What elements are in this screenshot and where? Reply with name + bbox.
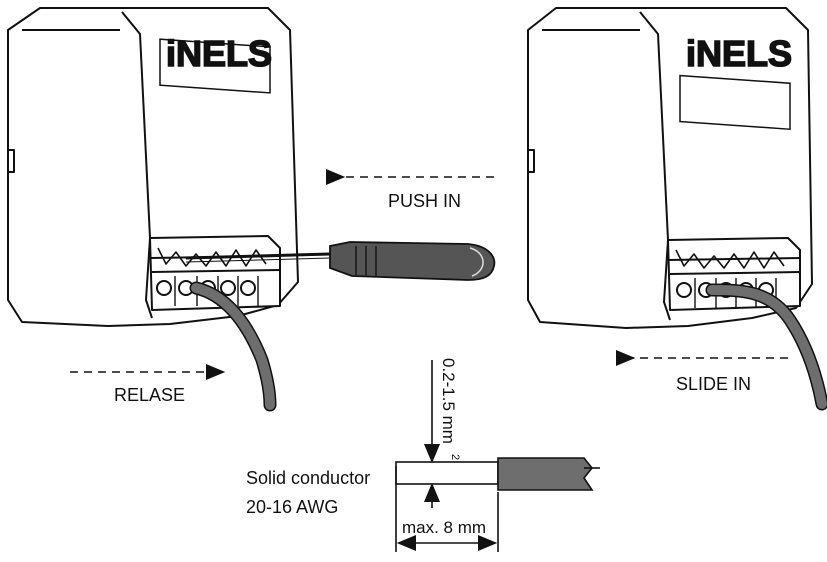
left-brand-logo: iNELS (159, 32, 273, 94)
left-logo-text: iNELS (166, 33, 272, 74)
awg-label: 20-16 AWG (246, 497, 338, 517)
right-terminal-block (667, 237, 801, 311)
stripped-wire-detail (395, 360, 600, 552)
right-brand-logo: iNELS (679, 32, 793, 131)
push-in-label: PUSH IN (388, 191, 461, 211)
screwdriver-icon (185, 241, 496, 281)
solid-conductor-label: Solid conductor (246, 468, 370, 488)
cross-section-superscript: 2 (449, 454, 461, 460)
left-terminal-block (149, 235, 281, 311)
slide-in-label: SLIDE IN (676, 374, 751, 394)
cross-section-label: 0.2-1.5 mm (439, 358, 458, 444)
strip-length-label: max. 8 mm (402, 518, 486, 537)
right-logo-text: iNELS (686, 33, 792, 74)
relase-label: RELASE (114, 385, 185, 405)
